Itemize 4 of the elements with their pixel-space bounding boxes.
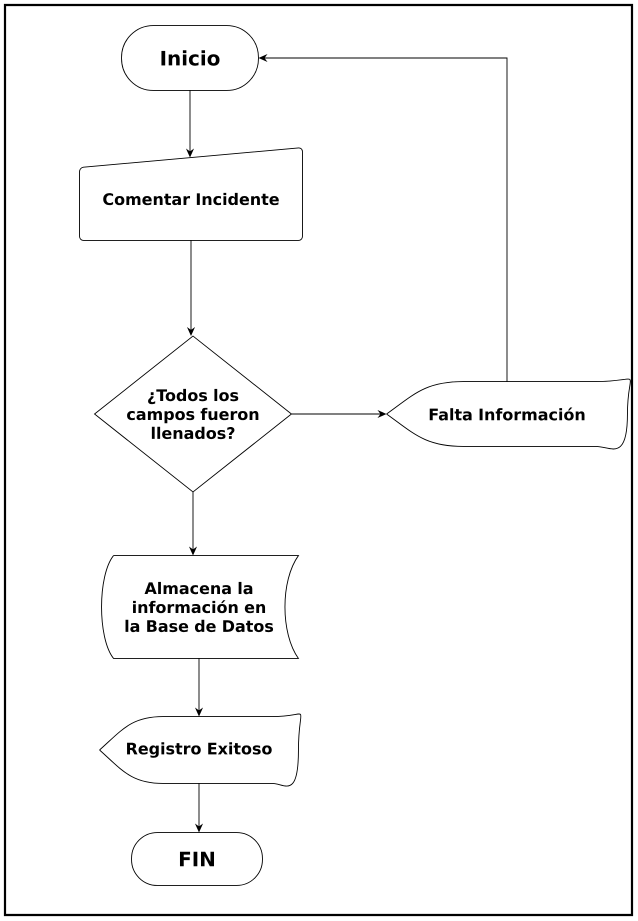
display-shape: Registro Exitoso xyxy=(99,714,302,786)
display-shape: Falta Información xyxy=(386,378,631,450)
manual-input-box: Comentar Incidente xyxy=(79,147,303,241)
stored-data-shape: Almacena la información en la Base de Datos xyxy=(101,555,299,659)
